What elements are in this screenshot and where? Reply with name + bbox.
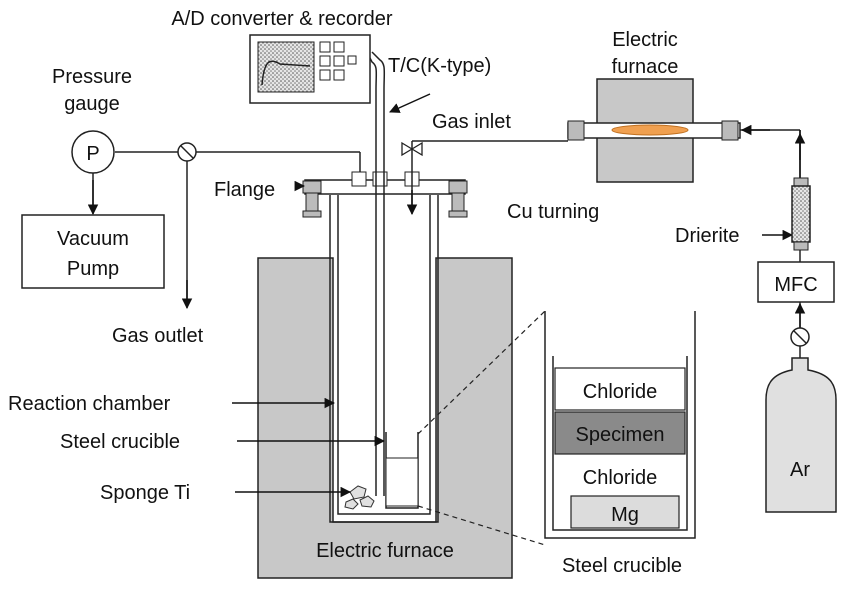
inset-chloride-top: Chloride (583, 381, 657, 403)
inlet-valve-icon (401, 141, 423, 157)
vacuum-pump: Vacuum Pump (21, 214, 165, 289)
zoom-lines (417, 310, 546, 546)
reaction-chamber-label: Reaction chamber (8, 393, 171, 415)
mfc-label: MFC (774, 274, 817, 296)
cu-turning-label: Cu turning (507, 201, 599, 223)
pressure-gauge-label-2: gauge (64, 93, 120, 115)
thermocouple-rod (369, 51, 386, 496)
gas-outlet-label: Gas outlet (112, 325, 204, 347)
tube-furnace-label-2: furnace (612, 56, 679, 78)
drierite-column (791, 177, 811, 251)
mfc: MFC (757, 261, 835, 303)
vacuum-label-1: Vacuum (57, 228, 129, 250)
reaction-chamber (329, 195, 439, 523)
pressure-gauge: P (71, 130, 115, 174)
tube-furnace-label-1: Electric (612, 29, 678, 51)
ar-bottle: Ar (765, 357, 837, 513)
inset-crucible: Chloride Specimen Chloride Mg (544, 311, 696, 539)
flow-arrows (87, 93, 806, 498)
thermocouple-label: T/C(K-type) (388, 55, 491, 77)
ar-label: Ar (790, 459, 810, 481)
pressure-symbol: P (86, 143, 99, 165)
inset-chloride-bottom: Chloride (583, 467, 657, 489)
vacuum-label-2: Pump (67, 258, 119, 280)
flange-label: Flange (214, 179, 275, 201)
steel-crucible-label: Steel crucible (60, 431, 180, 453)
outlet-valve-icon (177, 142, 197, 162)
flange (302, 171, 468, 218)
main-furnace (257, 257, 513, 579)
ad-converter (249, 34, 371, 104)
inset-caption: Steel crucible (562, 555, 682, 577)
regulator-valve-icon (790, 327, 810, 347)
electric-furnace-label: Electric furnace (316, 540, 454, 562)
pressure-gauge-label-1: Pressure (52, 66, 132, 88)
drierite-label: Drierite (675, 225, 739, 247)
gas-inlet-label: Gas inlet (432, 111, 511, 133)
sponge-ti (344, 485, 375, 510)
sponge-ti-label: Sponge Ti (100, 482, 190, 504)
ad-converter-label: A/D converter & recorder (171, 8, 393, 30)
tube-furnace (567, 78, 741, 183)
steel-crucible-small (385, 432, 419, 509)
inset-mg: Mg (611, 504, 639, 526)
inset-specimen: Specimen (576, 424, 665, 446)
